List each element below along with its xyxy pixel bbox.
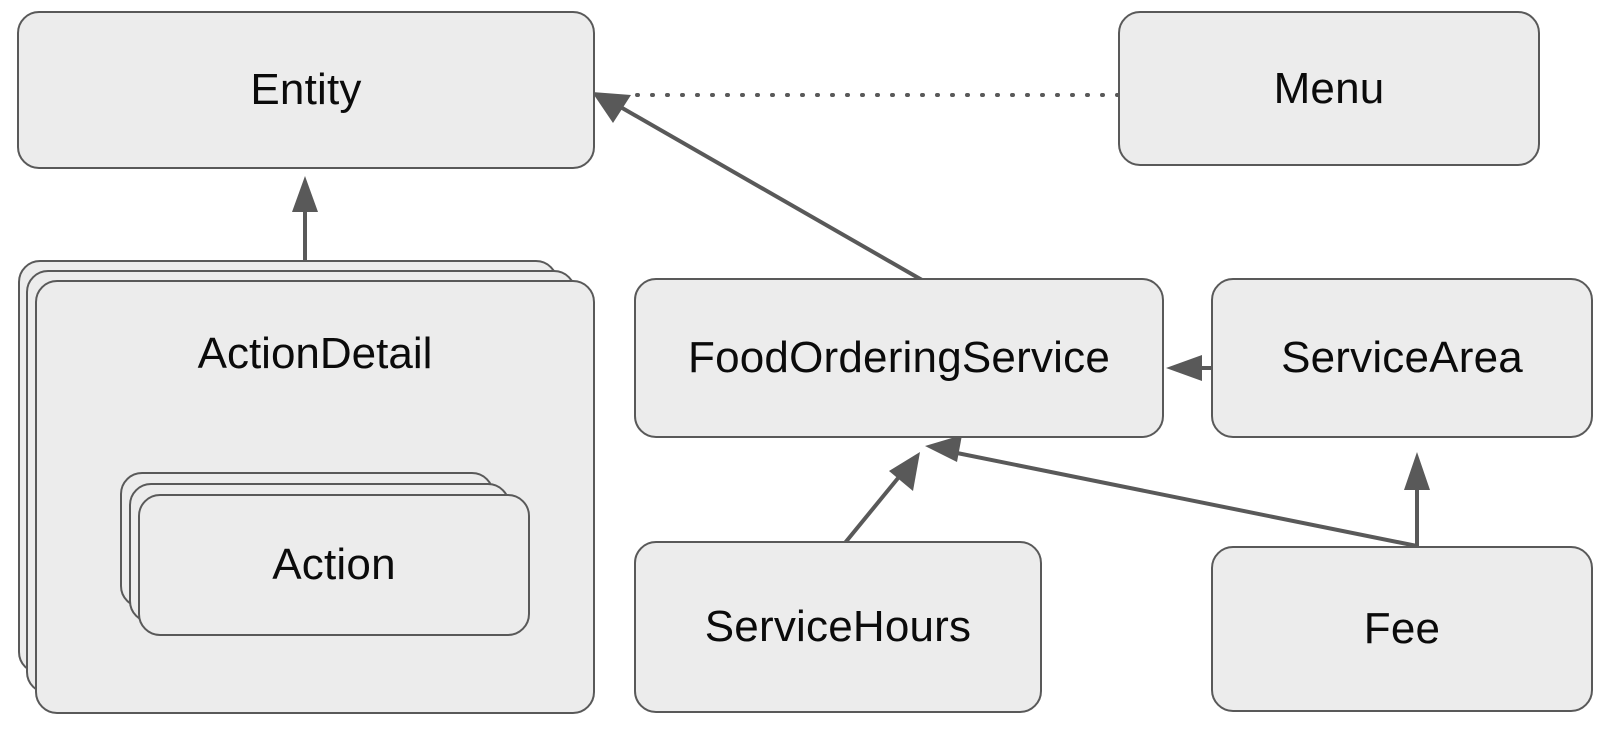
node-action-label: Action <box>272 540 396 589</box>
node-food-ordering-service[interactable]: FoodOrderingService <box>634 278 1164 438</box>
node-action[interactable]: Action <box>138 494 530 636</box>
node-service-area-label: ServiceArea <box>1281 333 1523 382</box>
node-entity-label: Entity <box>250 65 362 114</box>
node-menu[interactable]: Menu <box>1118 11 1540 166</box>
node-service-area[interactable]: ServiceArea <box>1211 278 1593 438</box>
node-food-ordering-service-label: FoodOrderingService <box>688 333 1110 382</box>
node-fee-label: Fee <box>1363 604 1441 653</box>
node-fee[interactable]: Fee <box>1211 546 1593 712</box>
edge-action-detail-to-entity <box>292 176 318 262</box>
edge-fee-to-service-area <box>1404 452 1430 548</box>
node-service-hours-label: ServiceHours <box>704 602 972 651</box>
edge-food-ordering-service-to-entity <box>592 92 923 282</box>
edge-fee-to-food-ordering-service <box>925 435 1418 548</box>
node-service-hours[interactable]: ServiceHours <box>634 541 1042 713</box>
node-action-detail-label: ActionDetail <box>197 329 433 378</box>
node-entity[interactable]: Entity <box>17 11 595 169</box>
node-menu-label: Menu <box>1273 63 1385 113</box>
